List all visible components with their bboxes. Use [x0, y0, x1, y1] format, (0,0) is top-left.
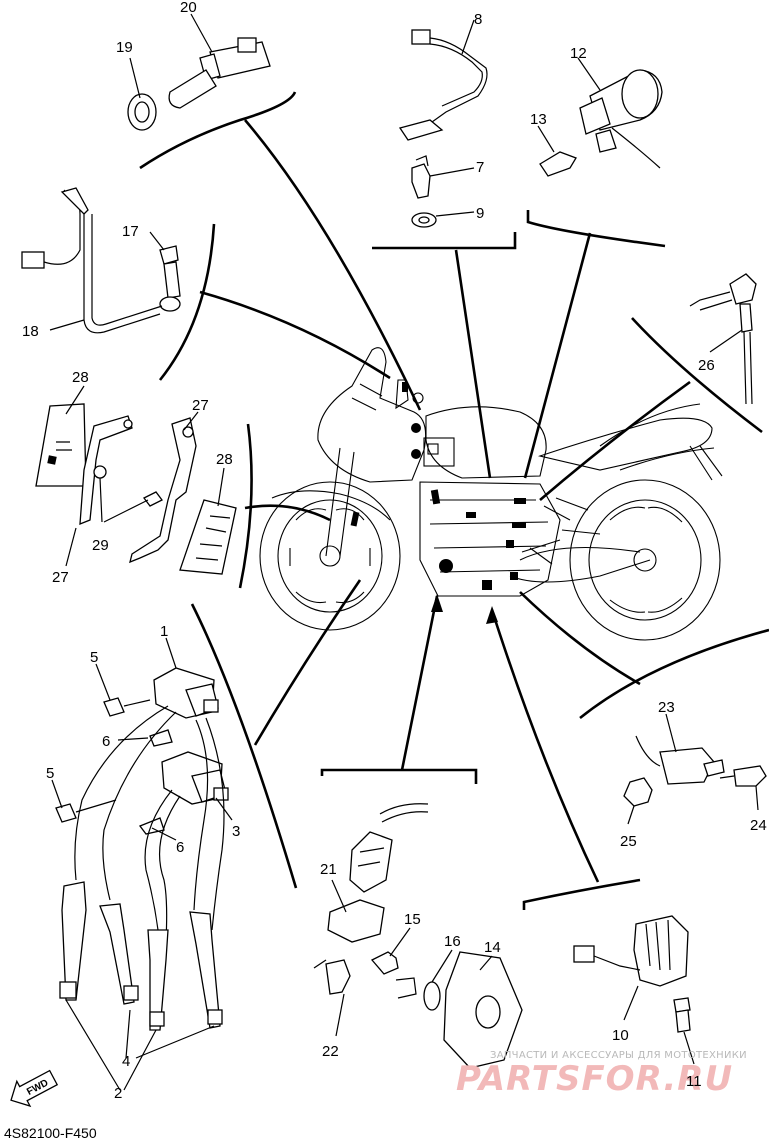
- callout-16: 16: [444, 933, 461, 950]
- callout-17: 17: [122, 223, 139, 240]
- watermark-subtitle: ЗАПЧАСТИ И АКСЕССУАРЫ ДЛЯ МОТОТЕХНИКИ: [490, 1050, 747, 1061]
- section-brackets: [139, 91, 769, 910]
- callout-15: 15: [404, 911, 421, 928]
- part-group-coils: [55, 667, 229, 1031]
- callout-8: 8: [474, 11, 482, 28]
- callout-28a: 28: [72, 369, 89, 386]
- part-group-23-24-25: [623, 735, 767, 807]
- fwd-arrow: FWD: [10, 1069, 59, 1108]
- callout-28b: 28: [216, 451, 233, 468]
- part-group-20-19: [127, 37, 271, 131]
- callout-22: 22: [322, 1043, 339, 1060]
- callout-18: 18: [22, 323, 39, 340]
- callout-27a: 27: [192, 397, 209, 414]
- part-group-17-18: [21, 187, 181, 334]
- callout-23: 23: [658, 699, 675, 716]
- callout-5a: 5: [90, 649, 98, 666]
- callout-11: 11: [686, 1073, 702, 1090]
- callout-21: 21: [320, 861, 337, 878]
- leader-lines: [199, 119, 691, 883]
- callout-9: 9: [476, 205, 484, 222]
- part-group-12-13: [539, 69, 663, 177]
- callout-6a: 6: [102, 733, 110, 750]
- callout-4: 4: [122, 1053, 130, 1070]
- part-group-10-11: [573, 915, 691, 1033]
- part-group-8-7-9: [398, 29, 488, 228]
- watermark: ЗАПЧАСТИ И АКСЕССУАРЫ ДЛЯ МОТОТЕХНИКИ PA…: [456, 1050, 747, 1099]
- callout-24: 24: [750, 817, 767, 834]
- rear-wheel: [569, 479, 721, 641]
- part-group-28-27-29: [35, 403, 237, 575]
- callout-7: 7: [476, 159, 484, 176]
- callout-26: 26: [698, 357, 715, 374]
- callout-27b: 27: [52, 569, 69, 586]
- callout-3: 3: [232, 823, 240, 840]
- callout-19: 19: [116, 39, 133, 56]
- callout-leaders: [49, 13, 759, 1091]
- drawing-code: 4S82100-F450: [4, 1125, 97, 1141]
- part-group-pickup: [313, 803, 523, 1069]
- callout-10: 10: [612, 1027, 629, 1044]
- callout-numbers: 1 2 3 4 5 5 6 6 7 8 9 10 11 12 13 14 15 …: [22, 0, 767, 1102]
- part-group-26: [689, 273, 757, 405]
- front-wheel: [259, 481, 401, 631]
- callout-29: 29: [92, 537, 109, 554]
- watermark-logo: PARTSFOR.RU: [456, 1059, 733, 1099]
- callout-2: 2: [114, 1085, 122, 1102]
- callout-13: 13: [530, 111, 547, 128]
- callout-5b: 5: [46, 765, 54, 782]
- callout-14: 14: [484, 939, 501, 956]
- motorcycle-outline: [259, 347, 723, 641]
- callout-25: 25: [620, 833, 637, 850]
- callout-20: 20: [180, 0, 197, 16]
- callout-12: 12: [570, 45, 587, 62]
- callout-6b: 6: [176, 839, 184, 856]
- callout-1: 1: [160, 623, 168, 640]
